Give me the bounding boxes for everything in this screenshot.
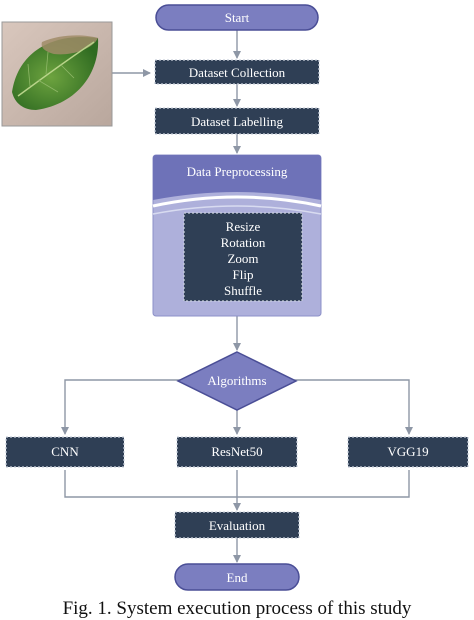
preprocessing-steps-box (183, 212, 303, 302)
start-node: Start (155, 4, 319, 31)
evaluation-node: Evaluation (174, 511, 300, 539)
evaluation-label: Evaluation (209, 518, 266, 533)
data-preprocessing-container: Data Preprocessing Resize Rotation Zoom … (152, 154, 322, 317)
data-preprocessing-label: Data Preprocessing (187, 164, 288, 179)
vgg19-label: VGG19 (387, 444, 428, 459)
step-flip: Flip (233, 267, 254, 282)
dataset-collection-node: Dataset Collection (154, 59, 320, 85)
step-shuffle: Shuffle (224, 283, 262, 298)
end-label: End (227, 570, 248, 585)
step-rotation: Rotation (221, 235, 266, 250)
algorithms-decision: Algorithms (176, 351, 298, 411)
vgg19-node: VGG19 (347, 436, 469, 468)
dataset-labelling-label: Dataset Labelling (191, 114, 284, 129)
algorithms-label: Algorithms (207, 373, 266, 388)
dataset-labelling-node: Dataset Labelling (154, 107, 320, 135)
resnet50-label: ResNet50 (211, 444, 262, 459)
connectors (61, 30, 413, 563)
step-zoom: Zoom (227, 251, 258, 266)
end-node: End (174, 563, 300, 591)
dataset-collection-label: Dataset Collection (189, 65, 286, 80)
resnet50-node: ResNet50 (176, 436, 298, 468)
cnn-label: CNN (51, 444, 79, 459)
leaf-photo (1, 21, 113, 127)
step-resize: Resize (226, 219, 261, 234)
figure-caption: Fig. 1. System execution process of this… (63, 598, 412, 619)
start-label: Start (225, 10, 250, 25)
cnn-node: CNN (5, 436, 125, 468)
